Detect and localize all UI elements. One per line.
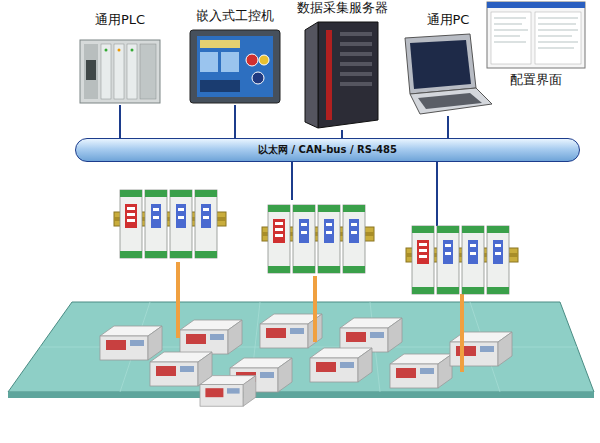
- device-box: 嵌入式工控机: [188, 8, 282, 105]
- device-box: 数据采集服务器: [294, 0, 391, 130]
- factory-floor: [8, 302, 594, 406]
- config-screenshot: [487, 2, 585, 68]
- industrial-pc: [190, 30, 280, 103]
- plc-device: [80, 40, 160, 103]
- device-box: 通用PLC: [78, 12, 162, 105]
- data-server: [305, 22, 378, 128]
- bus-connector: [120, 105, 121, 138]
- bus-connector: [342, 130, 343, 138]
- bus-band: 以太网 / CAN-bus / RS-485: [75, 138, 580, 162]
- bus-label: 以太网 / CAN-bus / RS-485: [258, 143, 397, 157]
- device-label: 配置界面: [510, 72, 562, 88]
- device-label: 嵌入式工控机: [196, 8, 274, 24]
- config-box: 配置界面: [485, 0, 587, 88]
- device-label: 通用PLC: [95, 12, 145, 28]
- laptop-pc: [405, 34, 492, 114]
- bus-connector: [448, 116, 449, 138]
- device-label: 通用PC: [427, 12, 470, 28]
- device-label: 数据采集服务器: [297, 0, 388, 16]
- device-box: 通用PC: [400, 12, 496, 116]
- bus-connector: [235, 105, 236, 138]
- io-module-group: [114, 190, 518, 294]
